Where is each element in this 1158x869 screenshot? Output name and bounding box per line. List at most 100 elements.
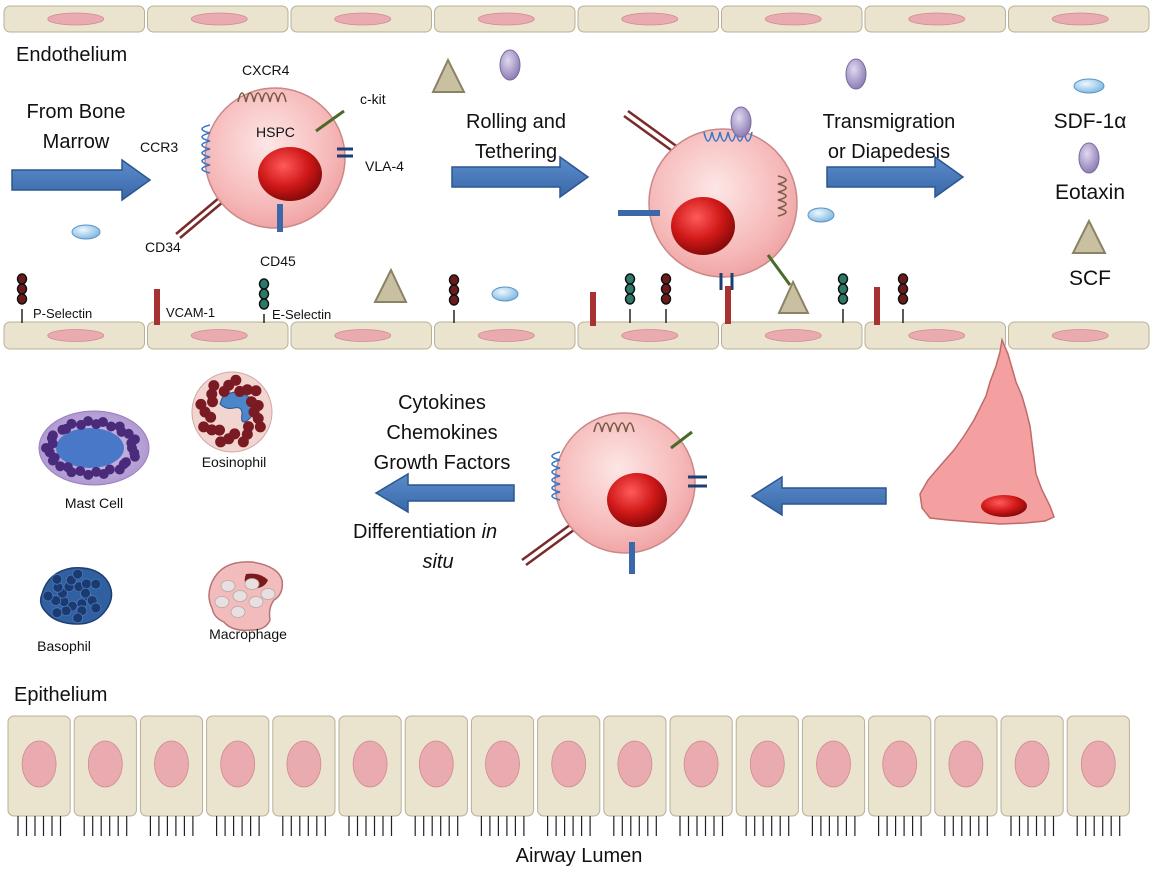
epithelial-nucleus bbox=[21, 740, 57, 788]
from-bone-marrow-label-1: From Bone bbox=[27, 101, 126, 123]
endothelial-nucleus bbox=[621, 12, 679, 26]
macrophage-vacuole bbox=[232, 590, 248, 602]
sdf1a-icon bbox=[1073, 78, 1105, 94]
epithelial-nucleus bbox=[220, 740, 256, 788]
eosinophil-granule bbox=[215, 436, 227, 448]
ccr3-receptor bbox=[201, 124, 211, 174]
epithelium-layer bbox=[7, 715, 1130, 836]
basophil-granule bbox=[72, 568, 84, 580]
cd45-label: CD45 bbox=[260, 253, 296, 269]
macrophage-vacuole bbox=[220, 580, 236, 592]
epithelial-nucleus bbox=[286, 740, 322, 788]
basophil-granule bbox=[72, 612, 84, 624]
ccr3-label: CCR3 bbox=[140, 139, 178, 155]
selectin-marker bbox=[897, 273, 909, 323]
eosinophil-granule bbox=[208, 380, 220, 392]
eosinophil-label: Eosinophil bbox=[202, 454, 267, 470]
cxcr4-receptor bbox=[237, 92, 287, 103]
scf-icon bbox=[373, 267, 408, 303]
epithelial-nucleus bbox=[816, 740, 851, 788]
epithelial-nucleus bbox=[1080, 740, 1116, 788]
epithelial-nucleus bbox=[617, 740, 653, 788]
basophil-granule bbox=[90, 578, 102, 590]
endothelial-nucleus bbox=[621, 329, 679, 342]
arrow-rolling bbox=[451, 155, 590, 199]
legend-sdf1a-label: SDF-1α bbox=[1054, 110, 1127, 133]
arrow-differentiation bbox=[374, 472, 515, 514]
endothelial-nucleus bbox=[764, 329, 822, 342]
eosinophil bbox=[191, 371, 273, 453]
basophil-granule bbox=[90, 602, 102, 614]
cxcr4-label: CXCR4 bbox=[242, 62, 290, 78]
epithelial-nucleus bbox=[683, 740, 719, 788]
epithelial-nucleus bbox=[1014, 740, 1050, 788]
eosinophil-granule bbox=[254, 421, 266, 433]
scf-icon bbox=[1071, 218, 1107, 254]
basophil-granule bbox=[80, 587, 91, 599]
top-endothelium-wall bbox=[3, 5, 1150, 33]
endothelial-nucleus bbox=[764, 12, 822, 26]
mast-cell-granule bbox=[83, 416, 94, 427]
eosinophil-granule bbox=[195, 398, 207, 410]
cd34-label: CD34 bbox=[145, 239, 181, 255]
eosinophil-granule bbox=[198, 421, 210, 433]
macrophage-vacuole bbox=[260, 588, 276, 600]
cytokines-label: Cytokines bbox=[398, 392, 486, 414]
mast-cell-granule bbox=[97, 417, 108, 428]
ckit-label: c-kit bbox=[360, 91, 386, 107]
hspc-label: HSPC bbox=[256, 124, 295, 140]
eosinophil-granule bbox=[237, 436, 249, 448]
chemokines-label: Chemokines bbox=[386, 422, 497, 444]
rolling-label-2: Tethering bbox=[475, 141, 557, 163]
mast-cell-granule bbox=[106, 421, 117, 432]
epithelial-nucleus bbox=[882, 740, 918, 788]
airway-lumen-label: Airway Lumen bbox=[516, 845, 643, 867]
vcam1-marker bbox=[725, 286, 731, 324]
endothelial-nucleus bbox=[477, 329, 535, 342]
selectin-marker bbox=[837, 273, 849, 323]
basophil bbox=[39, 567, 113, 625]
epithelial-nucleus bbox=[154, 740, 189, 788]
selectin-marker bbox=[660, 273, 672, 323]
sdf1a-icon bbox=[71, 224, 101, 240]
epithelium-label: Epithelium bbox=[14, 684, 107, 706]
sdf1a-icon bbox=[491, 286, 519, 302]
basophil-granule bbox=[81, 578, 92, 590]
endothelial-nucleus bbox=[47, 329, 105, 342]
vcam1-marker bbox=[874, 287, 880, 325]
mast-cell-granule bbox=[98, 468, 109, 479]
macrophage-vacuole bbox=[230, 606, 246, 618]
endothelial-nucleus bbox=[190, 12, 248, 26]
macrophage-label: Macrophage bbox=[209, 626, 287, 642]
basophil-granule bbox=[51, 607, 63, 619]
mast-cell-granule bbox=[126, 438, 137, 449]
vla4-label: VLA-4 bbox=[365, 158, 404, 174]
e-selectin-label: E-Selectin bbox=[272, 307, 331, 322]
selectin-marker bbox=[448, 274, 460, 323]
epithelial-nucleus bbox=[352, 740, 388, 788]
endothelial-nucleus bbox=[334, 12, 392, 26]
basophil-granule bbox=[42, 590, 54, 602]
p-selectin-label: P-Selectin bbox=[33, 306, 92, 321]
eosinophil-granule bbox=[241, 384, 253, 396]
mast-cell-granule bbox=[47, 430, 58, 441]
adhesion-molecules bbox=[16, 273, 909, 326]
eosinophil-granule bbox=[230, 374, 242, 386]
legend: SDF-1α Eotaxin SCF bbox=[1054, 78, 1127, 290]
transmigration-label-2: or Diapedesis bbox=[828, 141, 950, 163]
vcam1-marker bbox=[154, 289, 160, 325]
legend-scf-label: SCF bbox=[1069, 267, 1111, 290]
epithelial-nucleus bbox=[948, 740, 984, 788]
from-bone-marrow-label-2: Marrow bbox=[43, 131, 110, 153]
basophil-label: Basophil bbox=[37, 638, 91, 654]
basophil-granule bbox=[60, 605, 72, 617]
epithelial-nucleus bbox=[418, 740, 454, 788]
legend-eotaxin-label: Eotaxin bbox=[1055, 181, 1125, 204]
arrow-transmigration bbox=[826, 155, 965, 199]
endothelial-nucleus bbox=[908, 329, 966, 342]
endothelial-nucleus bbox=[1051, 12, 1109, 26]
selectin-marker bbox=[258, 278, 270, 323]
mast-cell-granule bbox=[83, 469, 94, 480]
endothelial-nucleus bbox=[47, 12, 105, 26]
endothelial-nucleus bbox=[1051, 329, 1109, 342]
